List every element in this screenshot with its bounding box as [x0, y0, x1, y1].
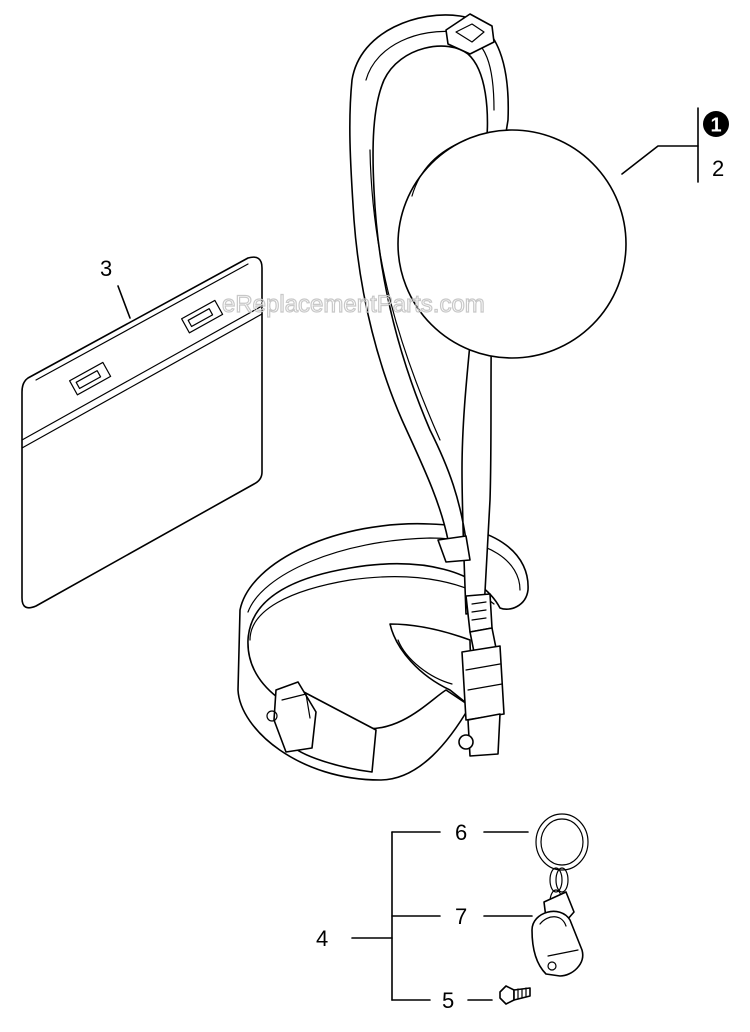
part-3-manual-card [21, 256, 263, 609]
watermark-text: eReplacementParts.com [222, 291, 485, 318]
leader-lines [117, 107, 699, 1001]
strap-buckle [458, 593, 505, 757]
callout-1: 1 [710, 115, 721, 137]
callout-6: 6 [455, 820, 467, 845]
callout-2: 2 [712, 156, 724, 181]
hook-assembly [531, 813, 589, 977]
callout-4: 4 [316, 926, 328, 951]
callout-1-badge: 1 [703, 111, 729, 137]
callout-5: 5 [442, 988, 454, 1013]
part-5-screw [499, 985, 531, 1005]
callout-7: 7 [455, 904, 467, 929]
part-2-shoulder-pad [397, 129, 627, 359]
callout-3: 3 [100, 256, 112, 281]
